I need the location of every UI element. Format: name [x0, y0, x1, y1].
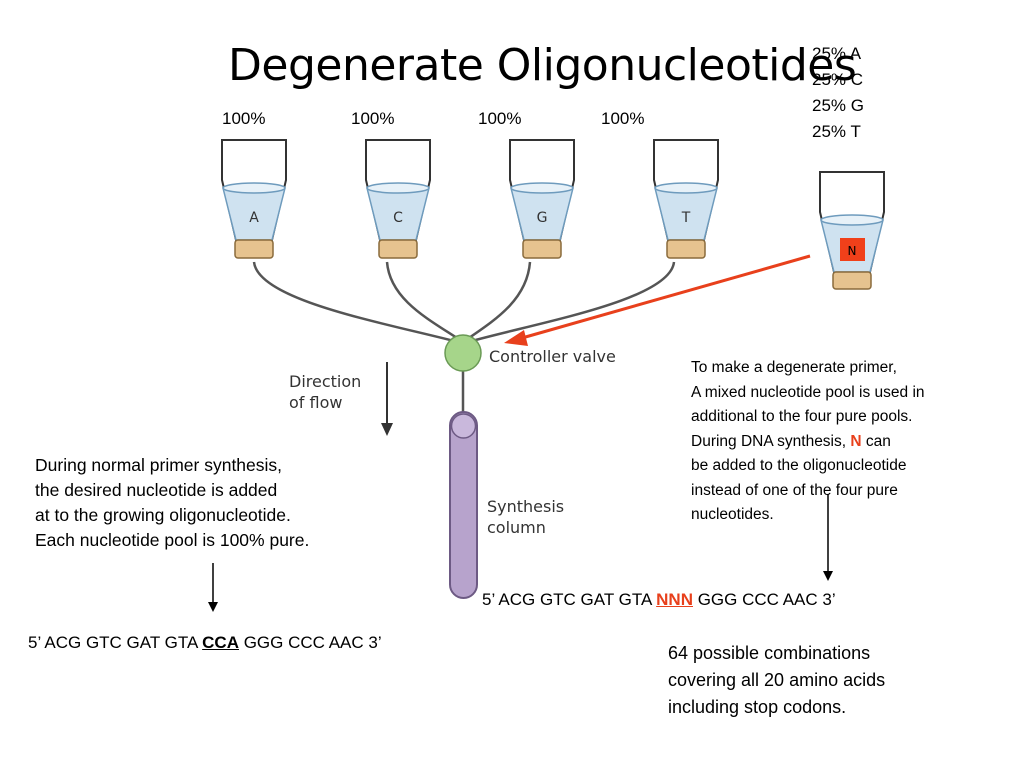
degenerate-sequence: 5’ ACG GTC GAT GTA NNN GGG CCC AAC 3’ — [482, 590, 836, 610]
pool-a-percent: 100% — [222, 109, 266, 128]
right-line-7: nucleotides. — [691, 506, 774, 523]
column-line1: Synthesis — [487, 497, 565, 516]
bottle-t: T — [653, 139, 719, 259]
degenerate-seq-post: GGG CCC AAC 3’ — [692, 590, 836, 609]
degenerate-explanation-text: To make a degenerate primer, A mixed nuc… — [691, 356, 925, 528]
pool-c-percent: 100% — [351, 109, 395, 128]
left-line-4: Each nucleotide pool is 100% pure. — [35, 530, 310, 550]
n-badge — [840, 238, 865, 261]
right-line-5: be added to the oligonucleotide — [691, 457, 907, 474]
controller-valve-label: Controller valve — [489, 347, 616, 366]
left-line-2: the desired nucleotide is added — [35, 480, 278, 500]
right-line-4-pre: During DNA synthesis, — [691, 432, 851, 450]
bottle-g: G — [509, 139, 575, 259]
normal-synthesis-text: During normal primer synthesis, the desi… — [35, 453, 309, 553]
right-line-3: additional to the four pure pools. — [691, 408, 913, 425]
direction-line2: of flow — [289, 393, 343, 412]
direction-arrow — [381, 362, 393, 436]
direction-line1: Direction — [289, 372, 362, 391]
pool-g-percent: 100% — [478, 109, 522, 128]
mixed-pool-composition: 25% A 25% C 25% G 25% T — [812, 41, 864, 145]
bottle-t-label: T — [681, 210, 691, 226]
normal-codon: CCA — [202, 633, 239, 652]
tube-c — [385, 261, 461, 342]
degenerate-codon: NNN — [656, 590, 693, 609]
controller-valve — [444, 334, 482, 372]
tubing — [252, 261, 676, 412]
bottle-mixed: N — [819, 171, 885, 290]
tube-a — [252, 261, 459, 344]
synthesis-column-label: Synthesis column — [487, 496, 564, 538]
bottle-a-label: A — [249, 210, 259, 226]
n-badge-label: N — [848, 244, 857, 258]
right-line-2: A mixed nucleotide pool is used in — [691, 383, 925, 401]
normal-seq-post: GGG CCC AAC 3’ — [238, 633, 382, 652]
right-line-6: instead of one of the four pure — [691, 481, 898, 499]
combo-line-2: covering all 20 amino acids — [668, 670, 886, 690]
normal-seq-pre: 5’ ACG GTC GAT GTA — [28, 633, 203, 652]
right-line-1: To make a degenerate primer, — [691, 359, 897, 376]
combinations-text: 64 possible combinations covering all 20… — [668, 640, 885, 721]
tube-t — [467, 261, 676, 344]
n-highlight: N — [850, 432, 862, 450]
bottle-g-label: G — [537, 210, 548, 226]
bottle-c: C — [365, 139, 431, 259]
degenerate-seq-pre: 5’ ACG GTC GAT GTA — [482, 590, 657, 609]
right-line-4: During DNA synthesis, N can — [691, 430, 925, 455]
page-title: Degenerate Oligonucleotides — [228, 40, 857, 91]
combo-line-3: including stop codons. — [668, 697, 847, 717]
right-line-4-post: can — [861, 432, 891, 450]
bottle-c-label: C — [393, 210, 403, 226]
right-down-arrow — [823, 494, 833, 581]
direction-of-flow-label: Direction of flow — [289, 371, 361, 413]
mix-c: 25% C — [812, 70, 864, 89]
left-line-1: During normal primer synthesis, — [35, 455, 283, 475]
left-line-3: at to the growing oligonucleotide. — [35, 505, 291, 525]
column-line2: column — [487, 518, 546, 537]
bottle-a: A — [221, 139, 287, 259]
left-down-arrow — [208, 563, 218, 612]
synthesis-column — [449, 411, 478, 599]
mix-g: 25% G — [812, 96, 864, 115]
tube-g — [465, 261, 532, 342]
red-arrow — [504, 254, 811, 346]
pool-t-percent: 100% — [601, 109, 645, 128]
normal-sequence: 5’ ACG GTC GAT GTA CCA GGG CCC AAC 3’ — [28, 633, 382, 653]
mix-t: 25% T — [812, 122, 861, 141]
mix-a: 25% A — [812, 44, 862, 63]
combo-line-1: 64 possible combinations — [668, 643, 871, 663]
